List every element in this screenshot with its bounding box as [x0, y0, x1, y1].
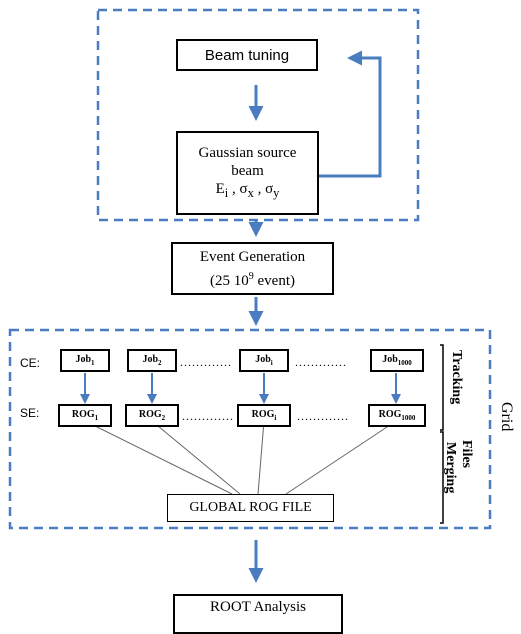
merge-line-i — [257, 420, 265, 495]
grid-label: Grid — [498, 402, 515, 432]
rog-2-base: ROG — [138, 409, 162, 420]
rog-dots-1: ............. — [182, 409, 234, 423]
beam-setup-dashed-region — [96, 8, 420, 222]
sigma-y-symbol: , σ — [253, 181, 274, 197]
merging-label: Merging — [443, 442, 458, 494]
merge-line-2 — [151, 420, 241, 495]
event-generation-line1: Event Generation — [199, 248, 306, 265]
rog-box-i: ROGi — [237, 404, 291, 427]
rog-1-sub: 1 — [94, 414, 99, 422]
energy-subscript: i — [224, 186, 229, 200]
rog-i-sub: i — [274, 414, 277, 422]
merge-line-1 — [84, 420, 233, 495]
job-i-label: Jobi — [255, 354, 273, 367]
arrow-feedback-loop — [318, 50, 382, 178]
workflow-diagram: Beam tuning Gaussian source beam Ei , σx… — [8, 8, 515, 634]
files-label: Files — [459, 440, 474, 468]
rog-box-2: ROG2 — [125, 404, 179, 427]
rog-1000-base: ROG — [378, 409, 402, 420]
rog-1000-sub: 1000 — [401, 414, 416, 422]
event-count-unit: event) — [253, 272, 295, 289]
rog-1000-label: ROG1000 — [379, 409, 416, 422]
merging-bracket — [440, 431, 444, 524]
sigma-y-subscript: y — [273, 186, 280, 200]
rog-box-1: ROG1 — [58, 404, 112, 427]
job-1-label: Job1 — [75, 354, 94, 367]
job-i-sub: i — [270, 359, 273, 367]
tracking-label: Tracking — [449, 350, 464, 405]
rog-2-sub: 2 — [161, 414, 166, 422]
diagram-connectors — [8, 8, 492, 583]
rog-2-label: ROG2 — [139, 409, 165, 422]
job-2-sub: 2 — [158, 359, 162, 367]
beam-tuning-box: Beam tuning — [176, 39, 318, 71]
job-2-base: Job — [142, 354, 159, 365]
gaussian-params: Ei , σx , σy — [216, 180, 280, 202]
job-box-1000: Job1000 — [370, 349, 424, 372]
event-generation-box: Event Generation (25 109 event) — [171, 242, 334, 295]
rog-dots-2: ............. — [297, 409, 349, 423]
grid-dashed-region — [8, 328, 492, 530]
rog-i-base: ROG — [251, 409, 275, 420]
energy-symbol: E — [215, 181, 225, 197]
global-rog-file-label: GLOBAL ROG FILE — [189, 500, 312, 515]
root-analysis-label: ROOT Analysis — [210, 599, 306, 615]
merge-line-1000 — [285, 420, 397, 495]
tracking-bracket — [440, 344, 444, 431]
event-count-base: (25 10 — [210, 272, 249, 289]
rog-1-label: ROG1 — [72, 409, 98, 422]
job-2-label: Job2 — [142, 354, 161, 367]
gaussian-source-box: Gaussian source beam Ei , σx , σy — [176, 131, 319, 215]
global-rog-file-box: GLOBAL ROG FILE — [167, 494, 334, 522]
job-1000-sub: 1000 — [397, 359, 412, 367]
se-label: SE: — [20, 406, 40, 420]
rog-i-label: ROGi — [252, 409, 277, 422]
event-generation-line2: (25 109 event) — [210, 267, 295, 291]
job-box-i: Jobi — [239, 349, 289, 372]
job-1000-label: Job1000 — [382, 354, 412, 367]
root-analysis-box: ROOT Analysis — [173, 594, 343, 634]
sigma-x-symbol: , σ — [228, 181, 248, 197]
job-box-1: Job1 — [60, 349, 110, 372]
sigma-x-subscript: x — [247, 186, 254, 200]
job-1-sub: 1 — [91, 359, 95, 367]
job-dots-1: ............. — [180, 355, 232, 369]
rog-box-1000: ROG1000 — [368, 404, 426, 427]
job-box-2: Job2 — [127, 349, 177, 372]
job-1000-base: Job — [382, 354, 398, 365]
ce-label: CE: — [20, 356, 41, 370]
job-1-base: Job — [75, 354, 92, 365]
gaussian-line2: beam — [231, 163, 264, 179]
job-i-base: Job — [255, 354, 271, 365]
job-dots-2: ............. — [295, 355, 347, 369]
event-count-exponent: 9 — [248, 270, 254, 282]
gaussian-line1: Gaussian source — [198, 145, 297, 161]
rog-1-base: ROG — [71, 409, 95, 420]
beam-tuning-label: Beam tuning — [204, 46, 290, 64]
